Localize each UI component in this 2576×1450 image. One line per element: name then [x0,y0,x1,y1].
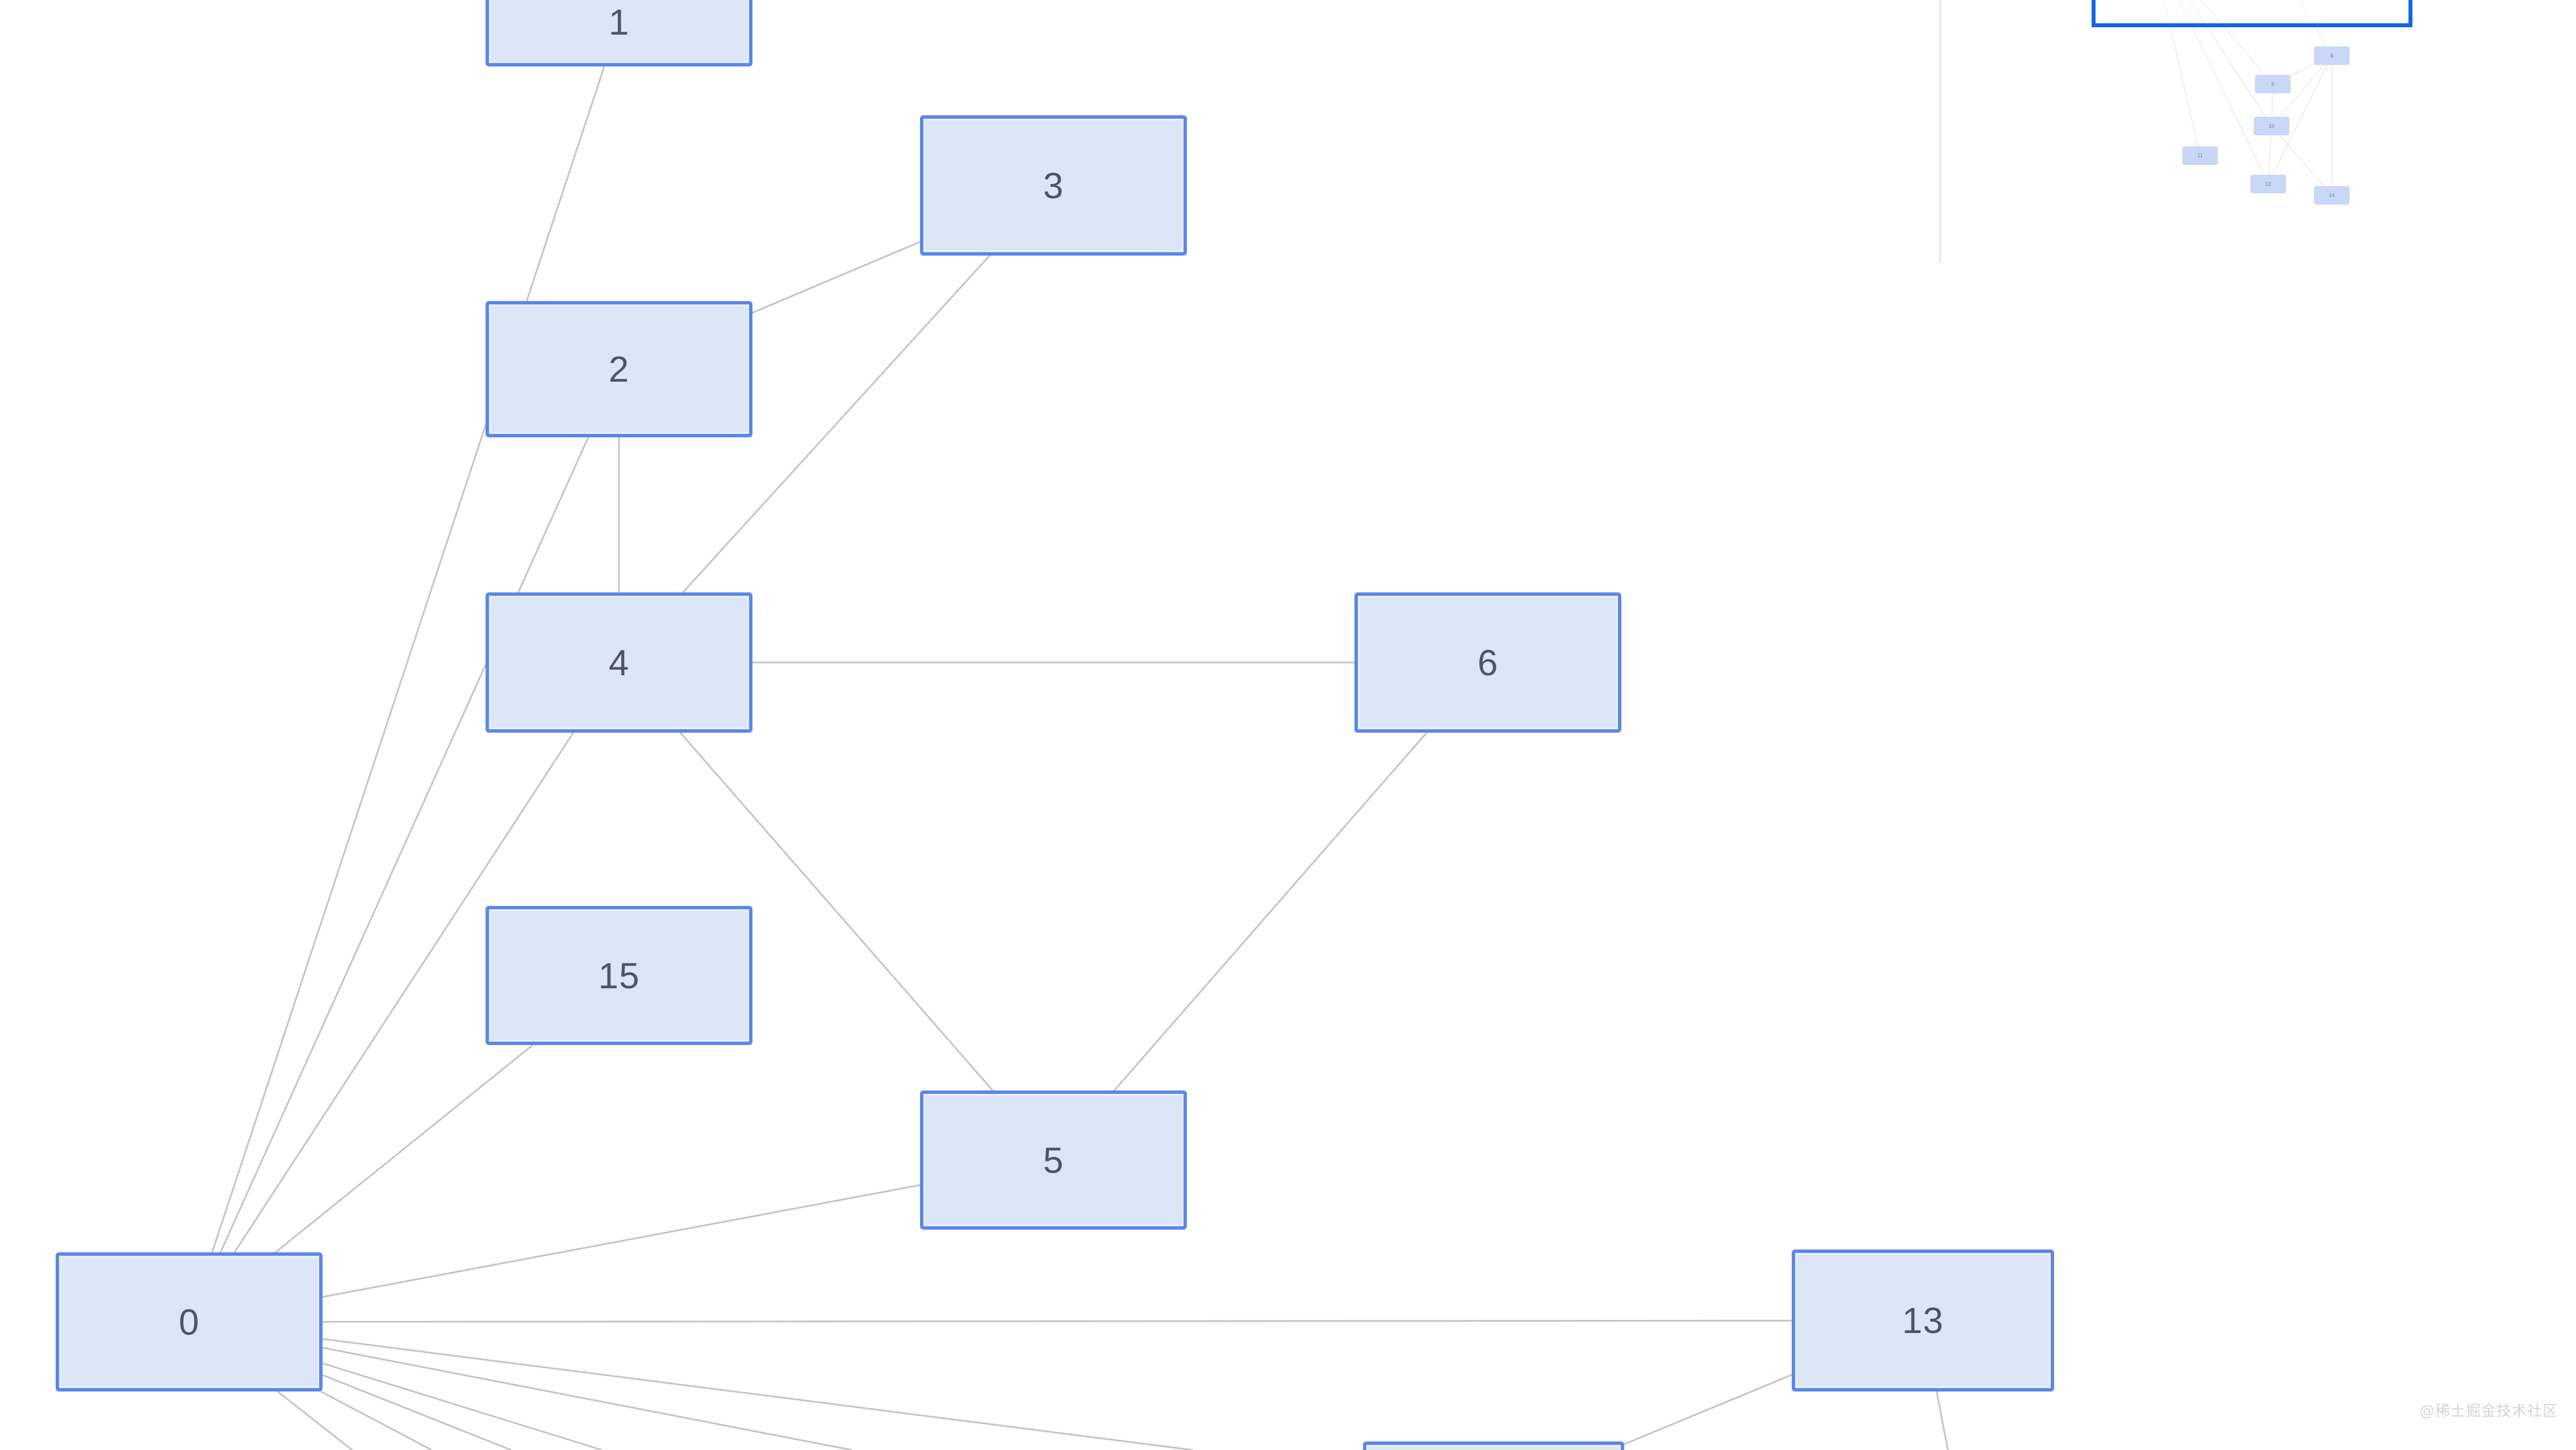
graph-edge [2290,64,2315,76]
graph-node-label: 5 [1043,1139,1064,1181]
graph-edge [751,241,921,314]
graph-node-6[interactable]: 6 [1354,592,1621,733]
minimap-node-m8: 8 [2314,47,2349,65]
graph-edge [322,1338,1193,1450]
graph-edge [2178,0,2264,175]
graph-edge [219,436,589,1253]
graph-node-label: 2 [608,349,630,390]
graph-edge [321,1184,921,1298]
graph-node-label: 4 [608,642,630,683]
graph-edge [2298,0,2327,47]
minimap-node-label: 12 [2265,181,2271,187]
graph-node-label: 1 [608,1,630,43]
graph-node-4[interactable]: 4 [486,592,752,733]
graph-node-2[interactable]: 2 [486,301,752,437]
graph-edge [322,1374,512,1450]
minimap-divider [1939,0,1941,263]
minimap-surface[interactable]: 1324615501378910111214 [2081,0,2547,267]
graph-node-label: 6 [1477,642,1499,683]
graph-edge [1113,732,1428,1092]
graph-node-15[interactable]: 15 [486,906,752,1045]
graph-edge [274,1044,534,1253]
graph-edge [322,1347,852,1450]
minimap-node-label: 10 [2268,123,2274,129]
graph-edge [2279,64,2324,118]
graph-edge [2163,0,2198,147]
watermark-text: @稀土掘金技术社区 [2419,1402,2558,1419]
graph-node-13[interactable]: 13 [1792,1250,2054,1392]
graph-edge [1935,1391,1949,1450]
graph-node-label: 0 [178,1301,200,1343]
minimap-node-m11: 11 [2182,147,2218,165]
graph-edge [2189,0,2266,118]
minimap-edges-layer [2163,0,2332,187]
graph-node-p1[interactable] [1363,1441,1624,1450]
graph-edge [277,1390,353,1450]
minimap-node-m9: 9 [2255,75,2290,93]
minimap-node-m12: 12 [2251,175,2286,193]
minimap-node-label: 8 [2330,53,2334,58]
graph-node-label: 3 [1043,165,1064,206]
graph-edge [2272,64,2328,175]
graph-edge [2201,0,2265,76]
minimap-node-label: 14 [2328,193,2335,198]
graph-node-label: 13 [1902,1300,1944,1341]
graph-node-1[interactable]: 1 [486,0,752,66]
minimap-viewport-rect[interactable] [2092,0,2412,27]
graph-node-5[interactable]: 5 [920,1090,1187,1230]
graph-edge [322,1362,603,1450]
graph-edge [320,1390,432,1450]
minimap-node-m14: 14 [2314,186,2349,204]
graph-node-label: 15 [598,955,640,996]
minimap-panel[interactable]: 1324615501378910111214 [1939,0,2576,273]
graph-edge [2268,135,2272,175]
graph-edge [1623,1374,1793,1445]
minimap-node-m10: 10 [2254,117,2289,135]
graph-edge [2279,135,2324,187]
graph-node-3[interactable]: 3 [920,115,1187,256]
minimap-node-label: 11 [2197,153,2203,158]
graph-edge [321,1319,1793,1323]
minimap-node-label: 9 [2271,81,2274,87]
graph-node-0[interactable]: 0 [56,1252,323,1392]
